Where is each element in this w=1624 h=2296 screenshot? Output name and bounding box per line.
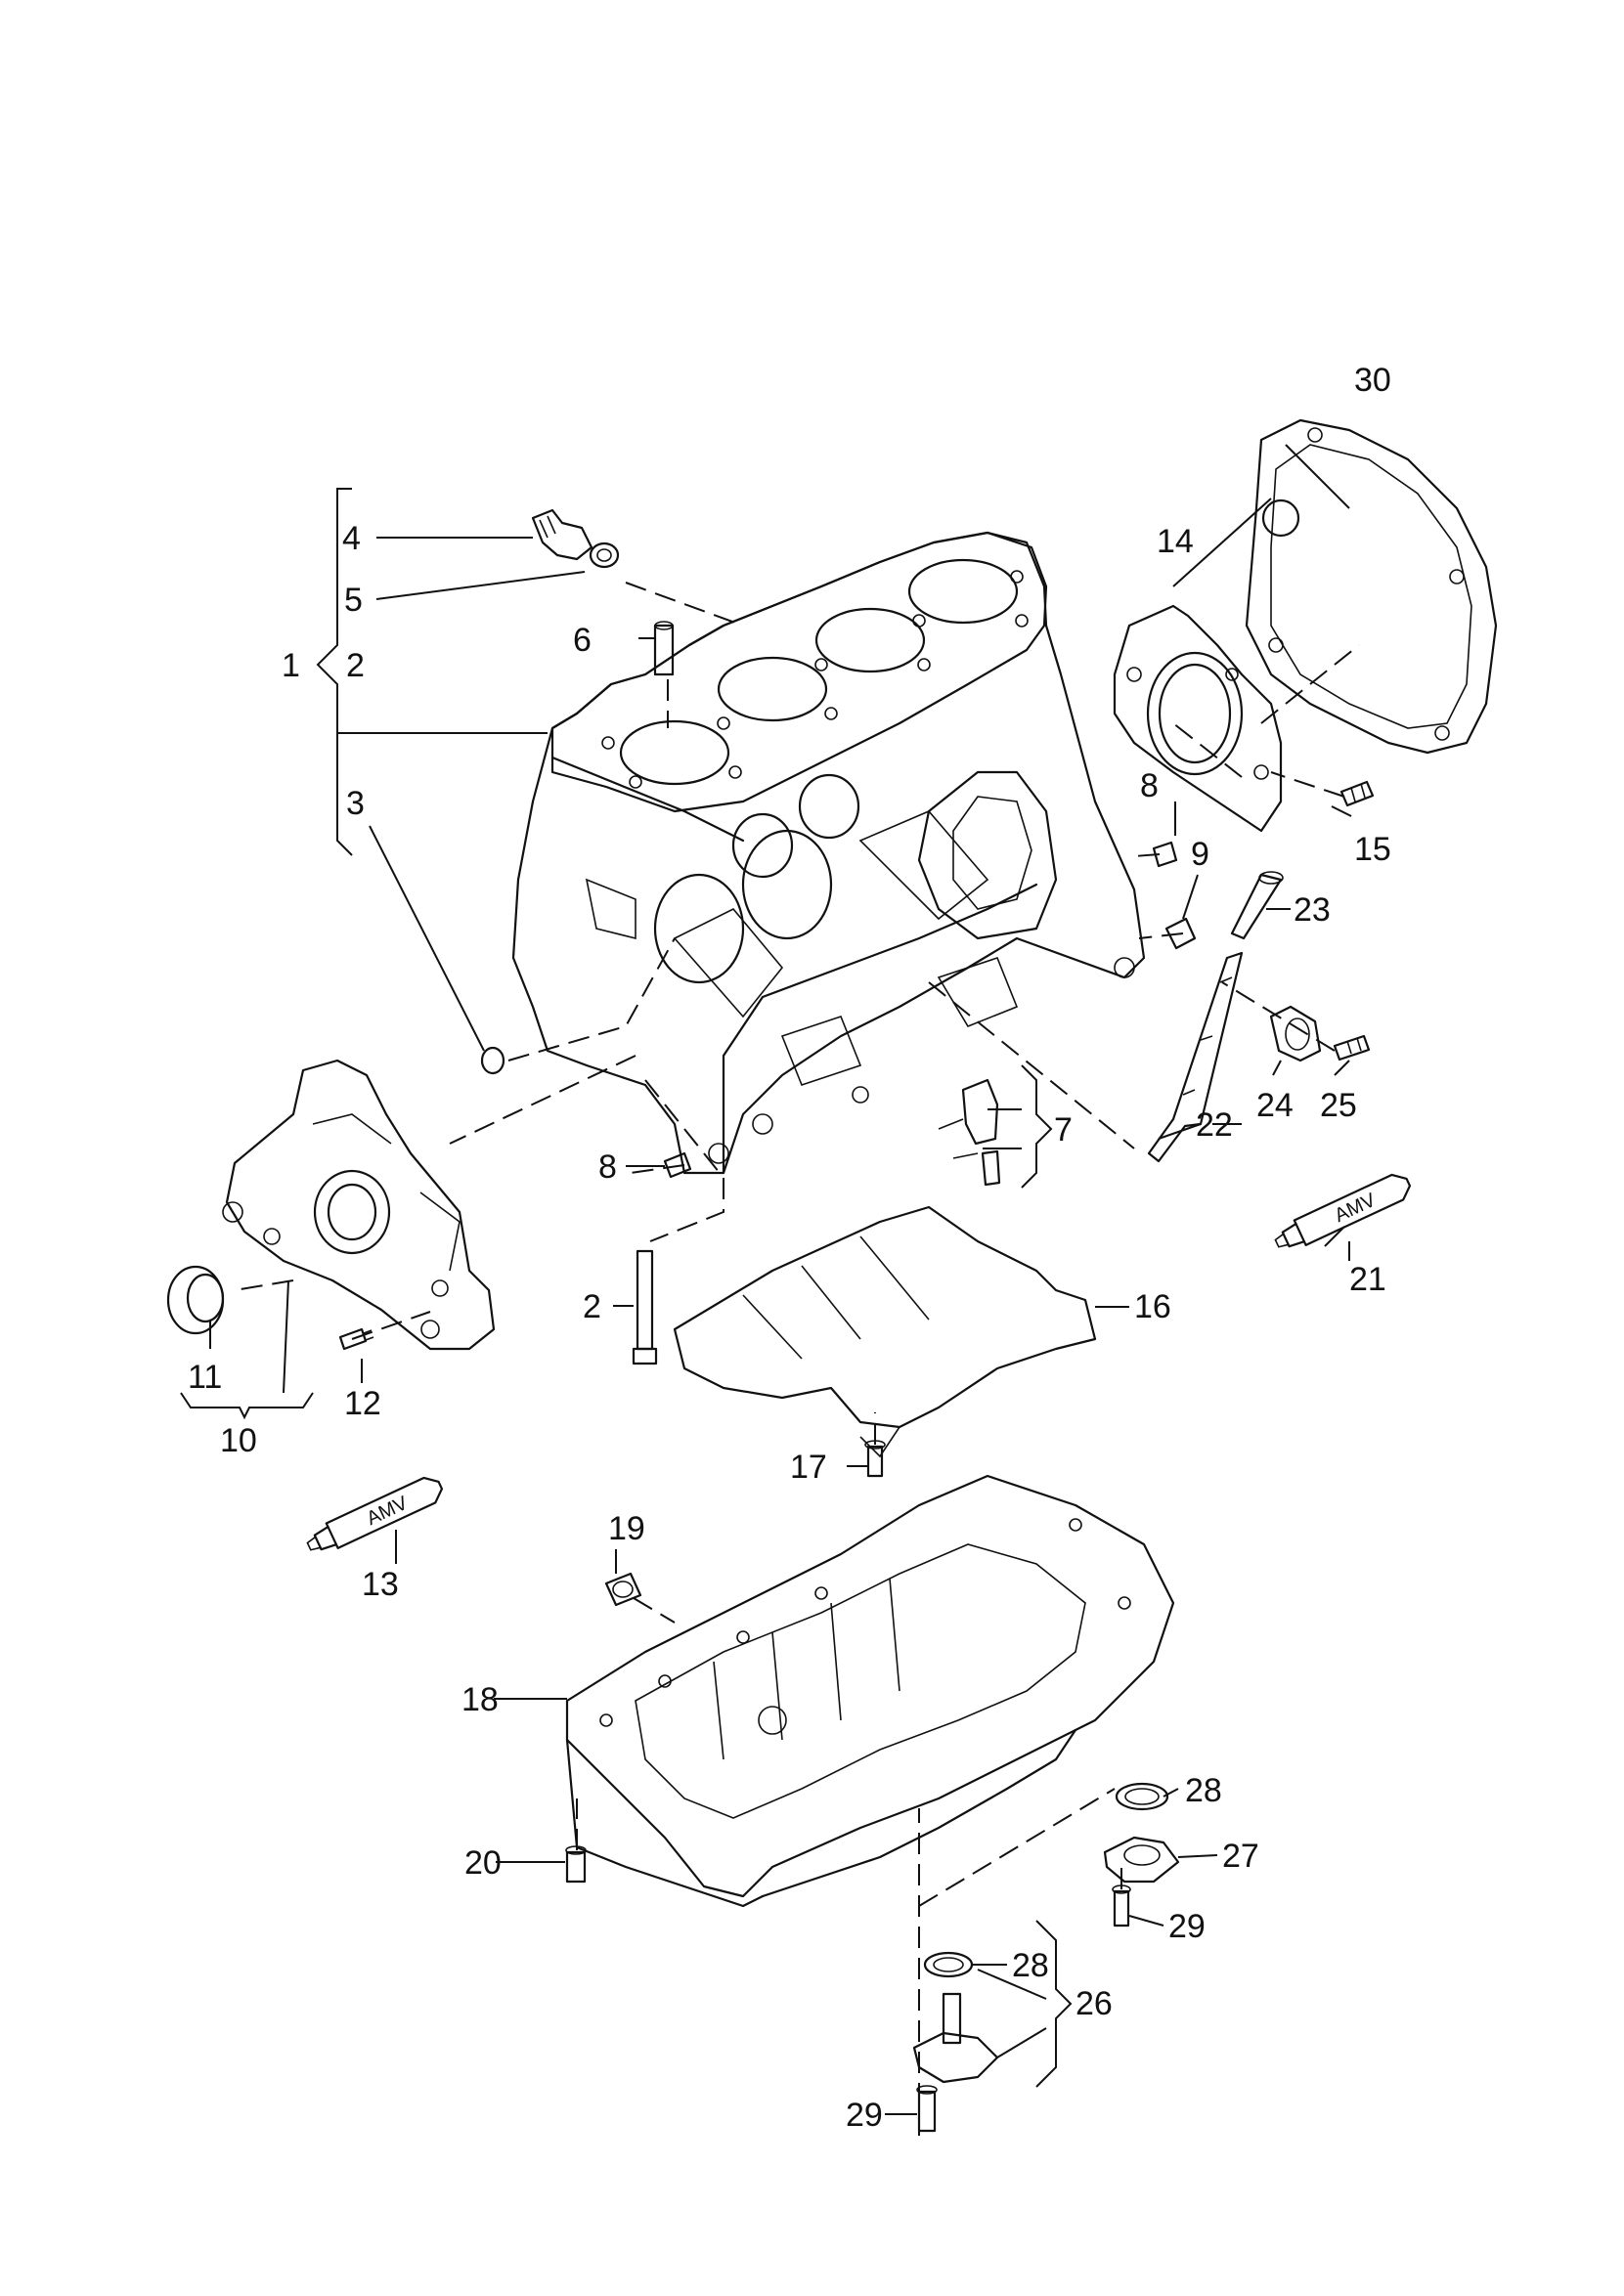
plug-3 <box>480 1046 505 1075</box>
front-crankshaft-seal <box>166 1265 225 1335</box>
callout-5: 5 <box>344 582 363 619</box>
callout-22: 22 <box>1196 1106 1233 1144</box>
callout-labels: 1 2 3 4 5 6 7 8 8 9 10 11 12 13 14 15 16… <box>188 362 1391 2134</box>
callout-27: 27 <box>1222 1838 1259 1875</box>
leader-lines <box>180 444 1352 2115</box>
bolt-2 <box>632 1249 658 1365</box>
bolt-29-upper <box>1112 1884 1131 1928</box>
callout-2-lower: 2 <box>583 1288 601 1325</box>
bolt-12 <box>338 1327 374 1351</box>
bolt-20 <box>565 1845 587 1884</box>
front-cover <box>222 1059 496 1351</box>
bolt-25 <box>1333 1034 1371 1061</box>
callout-29-upper: 29 <box>1168 1908 1206 1945</box>
dowel-sleeve-6 <box>653 621 675 676</box>
callout-14: 14 <box>1157 523 1194 560</box>
oil-pressure-switch <box>531 508 593 561</box>
sleeve-9 <box>1164 917 1197 950</box>
bracket-24 <box>1269 1005 1322 1062</box>
bolt-17 <box>864 1440 886 1478</box>
callout-21: 21 <box>1349 1261 1386 1298</box>
callout-20: 20 <box>464 1844 502 1882</box>
callout-9: 9 <box>1191 836 1209 873</box>
callout-1: 1 <box>282 647 300 684</box>
oil-level-sensor-26 <box>912 1992 999 2084</box>
cylinder-block <box>511 531 1146 1175</box>
callout-13: 13 <box>362 1566 399 1603</box>
oil-level-sender-27 <box>1103 1836 1180 1884</box>
bolt-15 <box>1339 780 1375 807</box>
callout-28-lower: 28 <box>1012 1947 1049 1984</box>
callout-2-upper: 2 <box>346 647 365 684</box>
dipstick-23 <box>1230 871 1284 940</box>
seal-ring-28-lower <box>923 1951 974 1978</box>
oil-filter-flange <box>917 770 1058 940</box>
callout-6: 6 <box>573 622 592 659</box>
callout-4: 4 <box>342 520 361 557</box>
callout-18: 18 <box>461 1681 499 1718</box>
callout-16: 16 <box>1134 1288 1171 1325</box>
callout-23: 23 <box>1294 891 1331 929</box>
callout-30: 30 <box>1354 362 1391 399</box>
dipstick-guide <box>1147 951 1244 1163</box>
callout-8-lower: 8 <box>598 1148 617 1186</box>
callout-24: 24 <box>1256 1087 1294 1124</box>
intermediate-plate <box>1245 418 1498 755</box>
assembly-lines <box>234 582 1360 2136</box>
oil-spray-jet <box>938 1078 1001 1187</box>
oil-sump <box>565 1474 1175 1908</box>
callout-29-lower: 29 <box>846 2097 883 2134</box>
sealant-tube-13: AMV <box>306 1476 444 1551</box>
callout-19: 19 <box>608 1510 645 1547</box>
callout-26: 26 <box>1075 1985 1113 2022</box>
callout-11: 11 <box>188 1359 222 1396</box>
dowel-8-upper <box>1152 841 1178 868</box>
callout-28-upper: 28 <box>1185 1772 1222 1809</box>
callout-17: 17 <box>790 1449 827 1486</box>
drain-plug-19 <box>604 1572 642 1607</box>
cylinder-bores <box>653 773 860 984</box>
sealant-tube-21: AMV <box>1274 1173 1412 1248</box>
callout-15: 15 <box>1354 831 1391 868</box>
callout-8-upper: 8 <box>1140 767 1159 804</box>
cylinder-head-gasket <box>550 531 1048 813</box>
callout-10: 10 <box>220 1422 257 1459</box>
baffle-plate <box>673 1205 1097 1458</box>
callout-12: 12 <box>344 1385 381 1422</box>
rear-seal-flange <box>1113 604 1283 833</box>
callout-7: 7 <box>1054 1111 1073 1148</box>
dowel-8-lower <box>663 1151 692 1179</box>
seal-ring-28-upper <box>1115 1782 1169 1811</box>
callout-25: 25 <box>1320 1087 1357 1124</box>
seal-ring-5 <box>589 542 620 569</box>
callout-3: 3 <box>346 785 365 822</box>
